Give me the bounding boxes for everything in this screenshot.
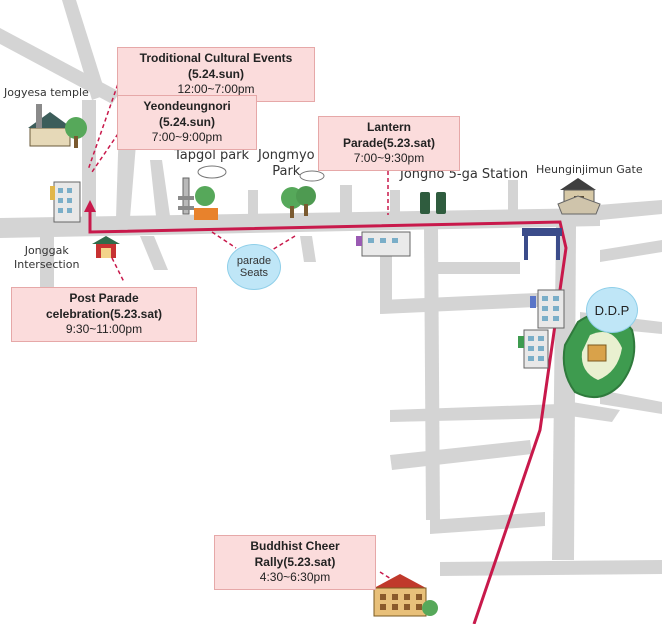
event-title: Buddhist Cheer Rally(5.23.sat) [250,539,340,569]
building-icon [50,181,81,223]
event-title: Lantern Parade(5.23.sat) [342,120,436,150]
building-icon [356,231,411,257]
event-time: 9:30~11:00pm [65,322,143,337]
post-parade-box: Post Parade celebration(5.23.sat) 9:30~1… [11,287,197,342]
building-icon [518,329,549,369]
bell-pavilion-icon [92,236,120,258]
hall-building-icon [373,574,438,617]
cheer-rally-box: Buddhist Cheer Rally(5.23.sat) 4:30~6:30… [214,535,376,590]
traditional-events-box: Troditional Cultural Events (5.24.sun) 1… [117,47,315,102]
parade-route [88,206,568,624]
lantern-parade-box: Lantern Parade(5.23.sat) 7:00~9:30pm [318,116,460,171]
yeondeungnori-box: Yeondeungnori (5.24.sun) 7:00~9:00pm [117,95,257,150]
parade-seats-line1: parade [236,254,272,267]
jongmyo-park-label: Jongmyo Park [258,148,315,181]
event-time: 4:30~6:30pm [259,570,331,585]
jonggak-label-line1: Jonggak [24,244,69,257]
pagoda-icon [178,165,227,220]
event-title: Yeondeungnori (5.24.sun) [143,99,231,129]
event-title: Post Parade celebration(5.23.sat) [45,291,163,321]
parade-seats-line2: Seats [239,267,269,279]
tapgol-park-label: Tapgol park [174,148,250,163]
event-time: 7:00~9:00pm [151,130,223,145]
trees-icon [281,170,325,218]
jongmyo-label-line2: Park [272,164,301,180]
route-arrow [84,200,96,212]
jongmyo-label-line1: Jongmyo [258,148,315,163]
parade-seats-bubble: parade Seats [227,244,281,290]
station-icon [420,192,446,214]
jonggak-intersection-label: Jonggak Intersection [14,244,79,272]
temple-icon [28,104,87,148]
building-icon [530,289,565,329]
event-title: Troditional Cultural Events (5.24.sun) [139,51,293,81]
ddp-bubble: D.D.P [586,287,638,333]
jonggak-label-line2: Intersection [14,257,80,271]
jogyesa-temple-label: Jogyesa temple [4,86,89,99]
event-time: 12:00~7:00pm [177,82,255,97]
heunginjimun-gate-label: Heunginjimun Gate [536,163,643,176]
gate-icon [557,178,601,215]
event-time: 7:00~9:30pm [353,151,425,166]
arch-gate-icon [522,228,562,260]
